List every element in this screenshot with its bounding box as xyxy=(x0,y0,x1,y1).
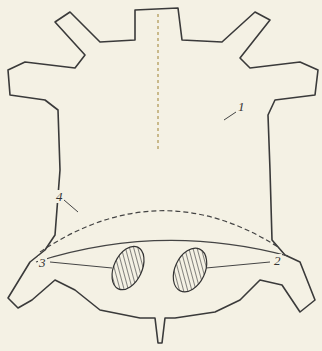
solid-cut-line xyxy=(36,240,288,262)
leader-line xyxy=(50,262,112,268)
callout-number: 4 xyxy=(55,190,64,203)
leader-line xyxy=(206,262,270,268)
spine-line xyxy=(157,14,159,150)
callout-number: 1 xyxy=(237,100,246,113)
callout-number: 2 xyxy=(273,254,282,267)
leader-line xyxy=(224,112,236,120)
hatched-area-left xyxy=(106,241,151,295)
callout-number: 3 xyxy=(38,256,47,269)
leader-line xyxy=(64,200,78,212)
hide-outline xyxy=(8,8,318,343)
hatched-area-right xyxy=(167,243,214,297)
